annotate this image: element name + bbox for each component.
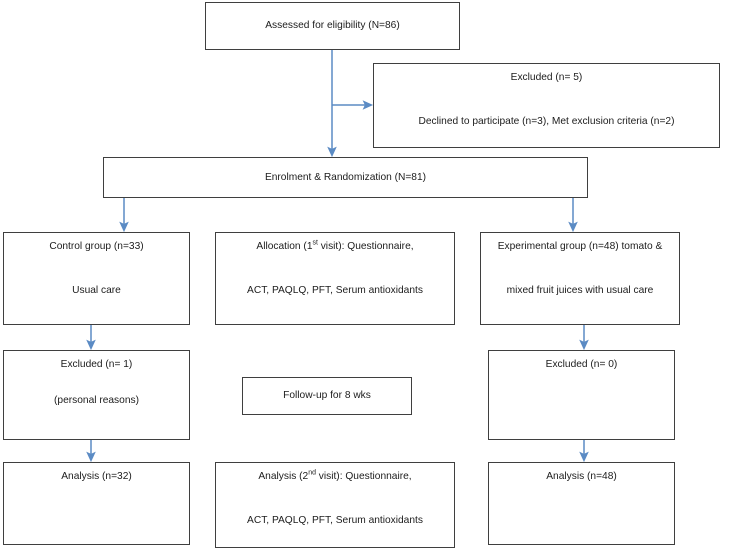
allocation-measures: ACT, PAQLQ, PFT, Serum antioxidants xyxy=(247,284,423,296)
control-group-count: Control group (n=33) xyxy=(49,241,144,252)
excluded-control-reason: (personal reasons) xyxy=(54,394,139,406)
analysis-measures: ACT, PAQLQ, PFT, Serum antioxidants xyxy=(247,514,423,526)
allocation-ordinal-suffix: st xyxy=(312,239,318,247)
node-assessed-for-eligibility: Assessed for eligibility (N=86) xyxy=(205,2,460,50)
analysis-experimental-label: Analysis (n=48) xyxy=(546,471,617,482)
excluded-screening-count: Excluded (n= 5) xyxy=(510,72,583,83)
spacer xyxy=(13,372,180,394)
excluded-screening-reasons: Declined to participate (n=3), Met exclu… xyxy=(418,115,675,127)
analysis-ordinal-suffix: nd xyxy=(308,469,316,477)
spacer xyxy=(225,254,445,284)
analysis-visit-label: Analysis (2nd visit): Questionnaire, xyxy=(225,470,445,484)
spacer xyxy=(13,254,180,284)
experimental-group-count: Experimental group (n=48) tomato & xyxy=(497,241,663,252)
node-allocation-first-visit: Allocation (1st visit): Questionnaire, A… xyxy=(215,232,455,325)
control-group-intervention: Usual care xyxy=(72,284,121,296)
node-analysis-experimental: Analysis (n=48) xyxy=(488,462,675,545)
node-excluded-experimental: Excluded (n= 0) xyxy=(488,350,675,440)
experimental-group-intervention: mixed fruit juices with usual care xyxy=(506,284,654,296)
followup-label: Follow-up for 8 wks xyxy=(283,390,371,402)
node-control-group: Control group (n=33) Usual care xyxy=(3,232,190,325)
enrolment-label: Enrolment & Randomization (N=81) xyxy=(264,171,427,183)
node-analysis-second-visit: Analysis (2nd visit): Questionnaire, ACT… xyxy=(215,462,455,548)
analysis-visit-text-b: visit): Questionnaire, xyxy=(315,471,412,482)
assessed-label: Assessed for eligibility (N=86) xyxy=(265,20,400,32)
allocation-visit-label: Allocation (1st visit): Questionnaire, xyxy=(225,240,445,254)
node-enrolment-randomization: Enrolment & Randomization (N=81) xyxy=(103,157,588,198)
excluded-experimental-count: Excluded (n= 0) xyxy=(545,359,618,370)
node-experimental-group: Experimental group (n=48) tomato & mixed… xyxy=(480,232,680,325)
node-followup-period: Follow-up for 8 wks xyxy=(242,377,412,415)
analysis-control-label: Analysis (n=32) xyxy=(61,471,132,482)
spacer xyxy=(490,254,670,284)
node-analysis-control: Analysis (n=32) xyxy=(3,462,190,545)
allocation-visit-text-a: Allocation (1 xyxy=(256,241,313,252)
analysis-visit-text-a: Analysis (2 xyxy=(258,471,309,482)
spacer xyxy=(225,484,445,514)
allocation-visit-text-b: visit): Questionnaire, xyxy=(317,241,414,252)
spacer xyxy=(383,85,710,115)
node-excluded-control: Excluded (n= 1) (personal reasons) xyxy=(3,350,190,440)
node-excluded-screening: Excluded (n= 5) Declined to participate … xyxy=(373,63,720,148)
excluded-control-count: Excluded (n= 1) xyxy=(60,359,133,370)
